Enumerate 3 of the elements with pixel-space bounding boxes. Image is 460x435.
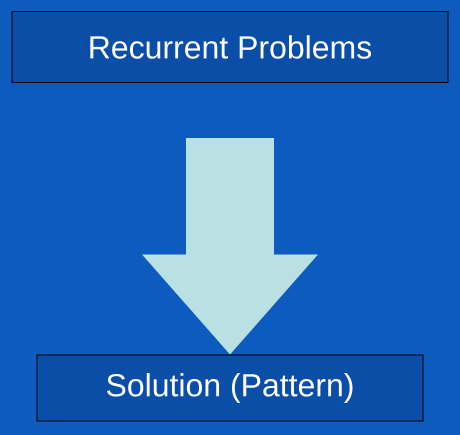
text-box: Recurrent Problems <box>12 11 448 83</box>
block-arrow <box>142 138 318 354</box>
text-box: Solution (Pattern) <box>36 354 424 422</box>
